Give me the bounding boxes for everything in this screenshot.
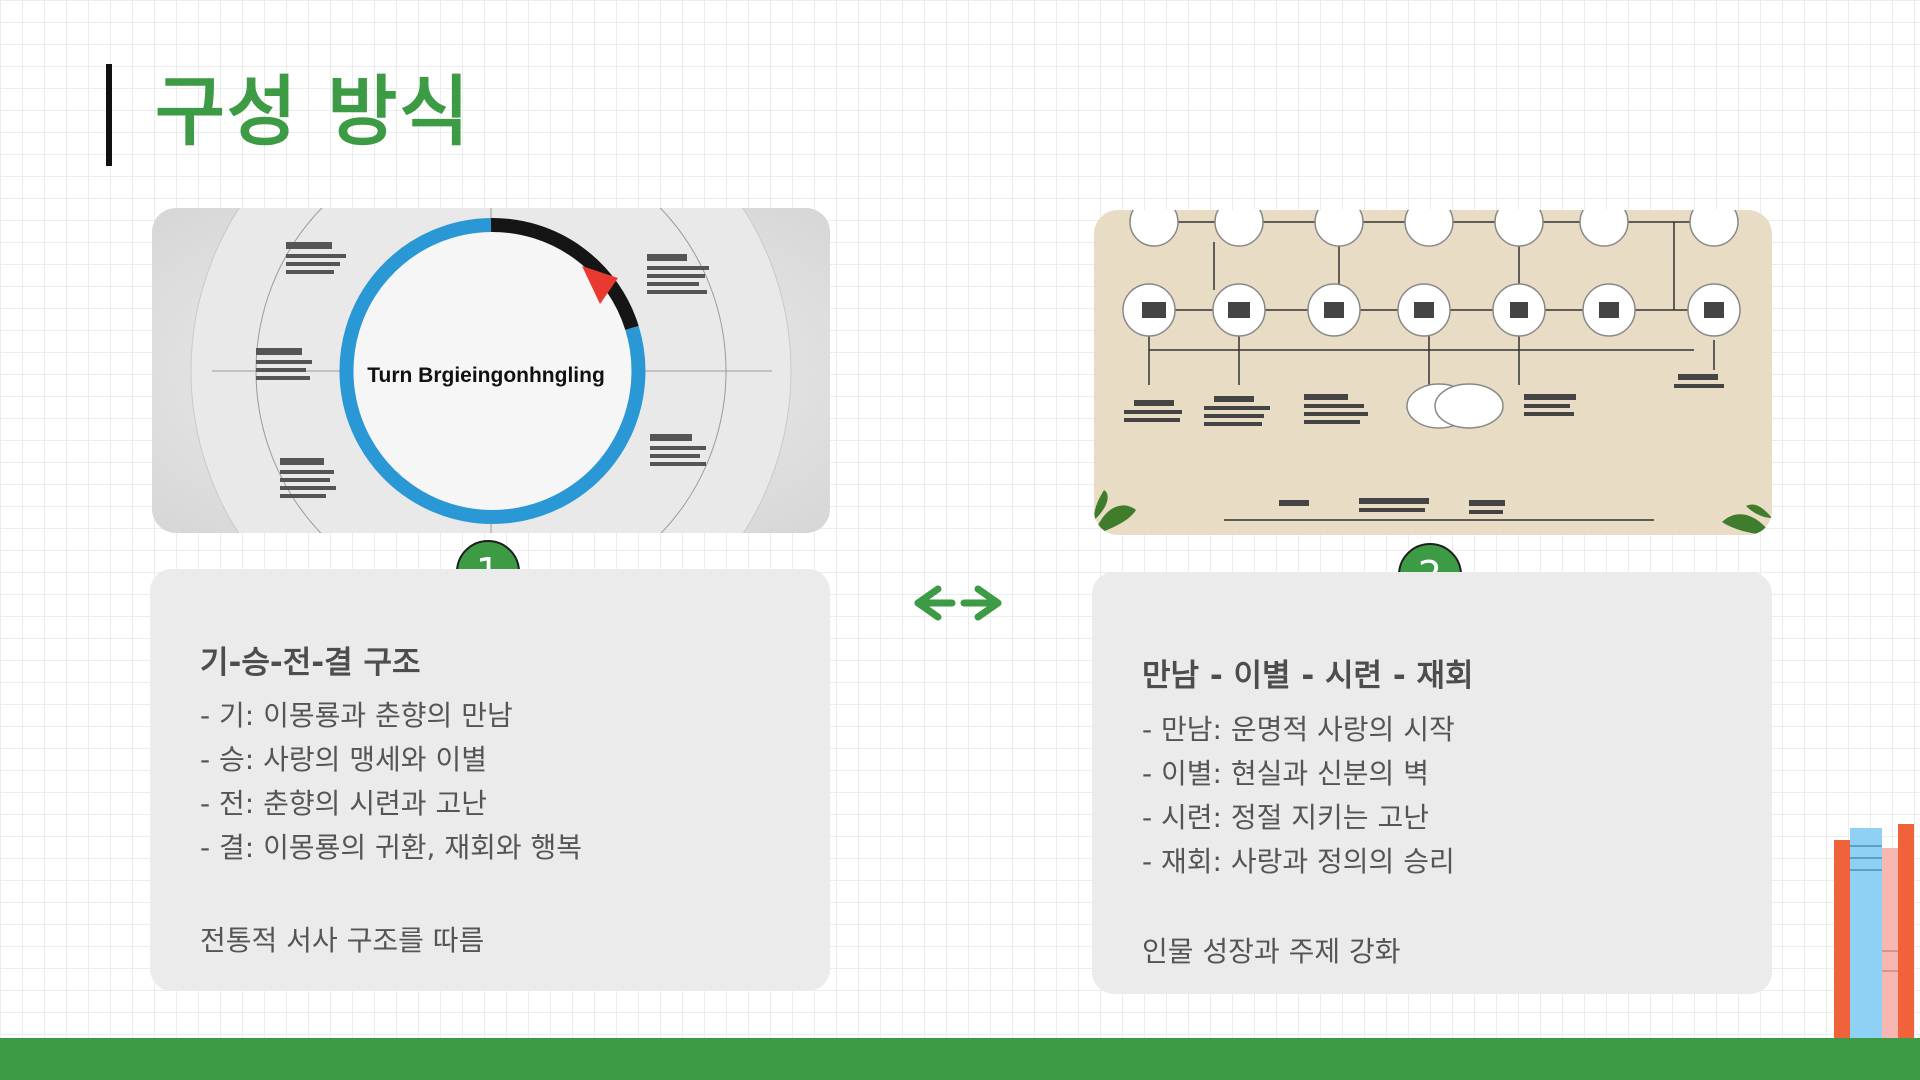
- structure-card-1: 기-승-전-결 구조 - 기: 이몽룡과 춘향의 만남 - 승: 사랑의 맹세와…: [150, 569, 830, 991]
- list-item: - 승: 사랑의 맹세와 이별: [200, 743, 487, 776]
- page-title: 구성 방식: [155, 67, 472, 156]
- list-item: - 기: 이몽룡과 춘향의 만남: [200, 699, 513, 732]
- center-label: Turn Brgieingonhngling: [367, 364, 605, 387]
- bottom-accent-band: [0, 1038, 1920, 1080]
- double-arrow-icon: [914, 585, 1002, 621]
- list-item: - 재회: 사랑과 정의의 승리: [1142, 845, 1455, 878]
- card-point-list: - 만남: 운명적 사랑의 시작 - 이별: 현실과 신분의 벽 - 시련: 정…: [1142, 708, 1455, 884]
- cycle-diagram-image: Turn Brgieingonhngling: [152, 208, 830, 533]
- card-footer: 전통적 서사 구조를 따름: [200, 924, 485, 957]
- card-heading: 만남 - 이별 - 시련 - 재회: [1142, 658, 1474, 694]
- list-item: - 만남: 운명적 사랑의 시작: [1142, 713, 1455, 746]
- card-footer: 인물 성장과 주제 강화: [1142, 935, 1401, 968]
- list-item: - 시련: 정절 지키는 고난: [1142, 801, 1429, 834]
- list-item: - 이별: 현실과 신분의 벽: [1142, 757, 1429, 790]
- title-accent-bar: [106, 64, 112, 166]
- flow-infographic-image: [1094, 210, 1772, 535]
- list-item: - 전: 춘향의 시련과 고난: [200, 787, 487, 820]
- card-heading: 기-승-전-결 구조: [200, 645, 421, 681]
- list-item: - 결: 이몽룡의 귀환, 재회와 행복: [200, 831, 583, 864]
- books-icon: [1834, 824, 1914, 1038]
- card-point-list: - 기: 이몽룡과 춘향의 만남 - 승: 사랑의 맹세와 이별 - 전: 춘향…: [200, 694, 582, 870]
- structure-card-2: 만남 - 이별 - 시련 - 재회 - 만남: 운명적 사랑의 시작 - 이별:…: [1092, 572, 1772, 994]
- svg-text:Turn Brgieingonhngling: Turn Brgieingonhngling: [367, 364, 605, 387]
